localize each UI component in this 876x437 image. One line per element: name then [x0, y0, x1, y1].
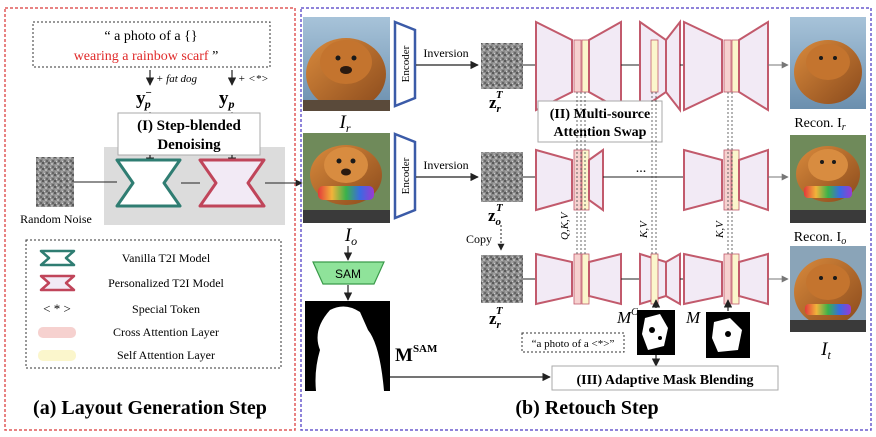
encoder-middle [393, 132, 417, 220]
unet-row-bottom [523, 252, 769, 306]
legend-personalized-label: Personalized T2I Model [108, 276, 224, 290]
legend-vanilla-label: Vanilla T2I Model [122, 251, 211, 265]
legend-cross-attn-label: Cross Attention Layer [113, 325, 219, 339]
attention-swap-line2: Attention Swap [554, 125, 647, 140]
y-p-minus: y−p [136, 87, 152, 111]
step-blended-box [117, 112, 261, 156]
panel-a-caption: (a) Layout Generation Step [33, 397, 267, 419]
sam-mask-image [305, 301, 390, 391]
dog-image-ref [303, 17, 390, 111]
label-kv-1: K,V [638, 220, 650, 239]
label-z-r-bottom: zrT [489, 305, 504, 331]
prompt-line-2: wearing a rainbow scarf ” [74, 49, 219, 64]
panel-a-border [4, 7, 296, 431]
prompt-line-1: “ a photo of a {} [104, 29, 197, 44]
label-qkv: Q,K,V [559, 211, 571, 240]
legend-cross-attn-icon [38, 327, 76, 338]
personalized-t2i-model [198, 158, 266, 208]
latent-z-o [481, 152, 523, 202]
legend-token-symbol: < * > [43, 301, 71, 316]
inversion-label-top: Inversion [423, 46, 468, 60]
encoder-top-label: Encoder [400, 45, 412, 82]
legend-token-label: Special Token [132, 302, 200, 316]
attention-links [576, 92, 733, 254]
legend-personalized-icon [39, 274, 76, 292]
y-p: yp [219, 88, 235, 111]
unet-row-top [523, 19, 769, 113]
label-i-t: It [820, 339, 831, 362]
encoder-top [393, 20, 417, 108]
legend-self-attn-label: Self Attention Layer [117, 348, 215, 362]
step-blended-line1: (I) Step-blended [137, 118, 241, 134]
copy-label: Copy [466, 232, 492, 246]
latent-z-r-bottom [481, 255, 523, 303]
label-z-r-top: zrT [489, 89, 504, 115]
middle-dots: ... [636, 161, 647, 176]
latent-z-r-top [481, 43, 523, 89]
label-i-r: Ir [339, 112, 351, 135]
label-m-sam: MSAM [395, 343, 438, 366]
small-prompt-box [521, 332, 625, 353]
plus-fat-dog: + fat dog [156, 73, 198, 85]
inversion-label-middle: Inversion [423, 158, 468, 172]
label-i-o: Io [344, 225, 357, 248]
prompt-box [32, 21, 271, 68]
recon-image-r [790, 17, 866, 109]
random-noise-label: Random Noise [20, 212, 92, 226]
mask-mc-image [637, 310, 675, 355]
sam-label: SAM [335, 267, 361, 281]
random-noise-image [36, 157, 74, 207]
recon-image-o [790, 135, 866, 223]
dog-image-original [303, 133, 390, 223]
plus-token: + <*> [238, 73, 269, 85]
vanilla-t2i-model [115, 158, 182, 208]
mask-m-image [706, 312, 750, 358]
label-z-o: zoT [488, 202, 504, 228]
mask-blending-label: (III) Adaptive Mask Blending [577, 373, 754, 388]
legend-self-attn-icon [38, 350, 76, 361]
attention-swap-line1: (II) Multi-source [550, 107, 650, 122]
legend-vanilla-icon [39, 249, 76, 267]
target-image [790, 246, 866, 332]
mask-blending-box [551, 365, 779, 391]
small-prompt-text: “a photo of a <*>” [532, 338, 615, 350]
unet-row-middle [523, 148, 769, 212]
label-m-c: MC [616, 307, 638, 327]
recon-o-label: Recon. Io [794, 230, 846, 247]
recon-r-label: Recon. Ir [794, 116, 845, 133]
sam-block [312, 261, 385, 285]
label-kv-2: K,V [714, 220, 726, 239]
attention-swap-box [537, 100, 663, 143]
panel-b-border [300, 7, 872, 431]
encoder-middle-label: Encoder [400, 157, 412, 194]
panel-b-caption: (b) Retouch Step [515, 397, 658, 419]
step-blended-line2: Denoising [157, 137, 221, 153]
label-m: M [685, 308, 701, 327]
